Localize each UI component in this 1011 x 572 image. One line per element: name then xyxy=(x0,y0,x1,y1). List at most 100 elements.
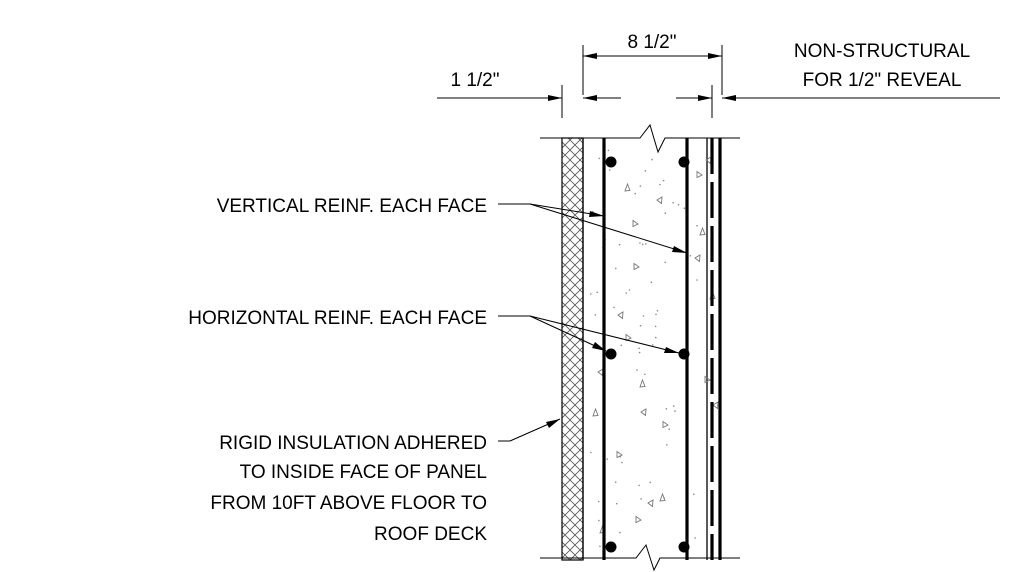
aggregate-speck xyxy=(634,192,636,195)
aggregate-speck xyxy=(642,315,645,317)
aggregate-speck xyxy=(596,291,598,294)
aggregate-speck xyxy=(656,309,659,312)
note-insulation-line3: FROM 10FT ABOVE FLOOR TO xyxy=(210,493,487,514)
aggregate-speck xyxy=(659,183,661,186)
top-break-line xyxy=(540,123,740,154)
aggregate-mark xyxy=(617,311,624,320)
aggregate-speck xyxy=(594,314,597,316)
horiz-bar-left-bottom xyxy=(605,541,617,553)
aggregate-speck xyxy=(672,201,674,204)
aggregate-mark xyxy=(694,254,701,263)
aggregate-speck xyxy=(696,279,698,281)
note-insulation-line4: ROOF DECK xyxy=(374,524,487,545)
aggregate-mark xyxy=(624,182,631,192)
aggregate-speck xyxy=(639,324,642,327)
note-insulation: RIGID INSULATION ADHERED TO INSIDE FACE … xyxy=(210,418,561,545)
aggregate-mark xyxy=(625,333,632,342)
dimension-reveal: NON-STRUCTURAL FOR 1/2" REVEAL xyxy=(676,41,1000,118)
aggregate-speck xyxy=(668,428,670,430)
aggregate-speck xyxy=(694,537,696,539)
reveal-label-line1: NON-STRUCTURAL xyxy=(794,41,970,62)
aggregate-mark xyxy=(635,515,642,524)
aggregate-mark xyxy=(704,375,711,384)
aggregate-speck xyxy=(618,243,621,246)
aggregate-speck xyxy=(619,531,621,534)
dimension-overall: 8 1/2" xyxy=(582,32,723,95)
aggregate-speck xyxy=(651,158,653,161)
aggregate-speck xyxy=(638,484,640,487)
aggregate-speck xyxy=(639,242,641,244)
aggregate-speck xyxy=(607,149,610,152)
aggregate-speck xyxy=(620,344,623,347)
aggregate-speck xyxy=(664,261,666,264)
horiz-bar-left-mid xyxy=(605,348,617,360)
reveal-label-line2: FOR 1/2" REVEAL xyxy=(803,70,962,91)
aggregate-speck xyxy=(598,500,600,503)
aggregate-speck xyxy=(638,351,641,354)
aggregate-speck xyxy=(613,306,615,309)
note-insulation-line1: RIGID INSULATION ADHERED xyxy=(219,433,487,454)
horiz-bar-right-top xyxy=(678,156,690,168)
aggregate-speck xyxy=(644,170,647,172)
aggregate-speck xyxy=(628,289,631,291)
aggregate-speck xyxy=(644,373,646,376)
dimension-overall-label: 8 1/2" xyxy=(627,32,676,53)
aggregate-speck xyxy=(693,493,695,496)
aggregate-speck xyxy=(621,461,623,464)
note-horizontal-reinf: HORIZONTAL REINF. EACH FACE xyxy=(188,308,680,354)
aggregate-speck xyxy=(590,293,592,295)
horiz-bar-right-bottom xyxy=(678,541,690,553)
aggregate-speck xyxy=(655,336,657,339)
note-vertical-reinf: VERTICAL REINF. EACH FACE xyxy=(217,196,688,254)
aggregate-speck xyxy=(696,224,698,227)
aggregate-speck xyxy=(654,325,657,328)
bottom-break-line xyxy=(540,543,740,572)
aggregate-speck xyxy=(655,313,657,316)
aggregate-mark xyxy=(632,219,639,228)
aggregate-speck xyxy=(615,502,618,505)
dimension-insulation: 1 1/2" xyxy=(437,70,621,118)
dimension-insulation-label: 1 1/2" xyxy=(450,70,499,91)
aggregate-speck xyxy=(638,347,640,350)
aggregate-speck xyxy=(598,157,600,160)
note-insulation-line2: TO INSIDE FACE OF PANEL xyxy=(240,462,487,483)
aggregate-speck xyxy=(663,497,665,499)
aggregate-mark xyxy=(592,407,599,417)
aggregate-speck xyxy=(650,281,653,284)
aggregate-mark xyxy=(699,226,706,236)
aggregate-speck xyxy=(625,292,627,294)
aggregate-speck xyxy=(614,481,617,484)
aggregate-mark xyxy=(712,401,719,410)
aggregate-speck xyxy=(606,458,608,460)
horiz-bar-left-top xyxy=(605,156,617,168)
aggregate-speck xyxy=(683,207,686,209)
note-horizontal-reinf-label: HORIZONTAL REINF. EACH FACE xyxy=(188,308,487,329)
concrete-panel xyxy=(540,123,740,572)
aggregate-mark xyxy=(662,420,669,429)
aggregate-speck xyxy=(640,498,642,500)
aggregate-mark xyxy=(616,450,623,459)
aggregate-speck xyxy=(652,344,654,346)
aggregate-speck xyxy=(677,203,680,206)
aggregate-mark xyxy=(647,499,654,508)
aggregate-speck xyxy=(666,444,668,446)
note-vertical-reinf-label: VERTICAL REINF. EACH FACE xyxy=(217,196,487,217)
concrete-aggregate xyxy=(590,149,719,547)
horiz-bar-right-mid xyxy=(678,348,690,360)
aggregate-mark xyxy=(639,378,646,388)
aggregate-speck xyxy=(649,481,651,484)
aggregate-mark xyxy=(696,170,703,179)
aggregate-mark xyxy=(656,196,663,205)
aggregate-speck xyxy=(645,243,647,245)
aggregate-speck xyxy=(664,212,667,214)
rigid-insulation xyxy=(561,137,584,561)
aggregate-speck xyxy=(590,451,592,454)
aggregate-speck xyxy=(608,169,611,171)
aggregate-speck xyxy=(599,545,601,547)
aggregate-speck xyxy=(615,267,617,270)
aggregate-mark xyxy=(597,368,604,377)
aggregate-speck xyxy=(598,519,600,522)
aggregate-speck xyxy=(636,369,638,371)
aggregate-speck xyxy=(689,255,692,257)
